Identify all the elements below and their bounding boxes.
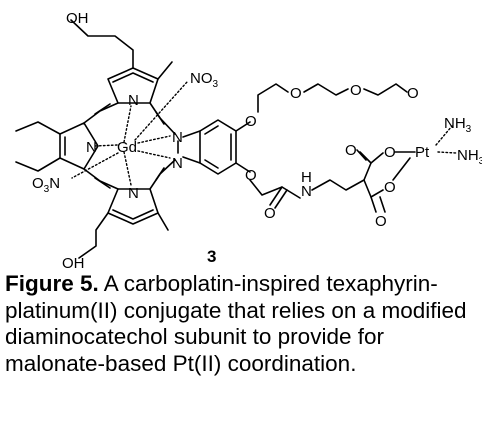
coordination-bonds — [71, 81, 457, 186]
malonate-o-pt-top-label: O — [384, 144, 396, 161]
ammine-top-label: NH3 — [444, 115, 472, 135]
pyrrole-n-top-label: N — [128, 92, 139, 109]
ether-o-bottom-label: O — [245, 167, 257, 184]
gadolinium-label: Gd — [117, 139, 137, 156]
figure-caption: Figure 5. A carboplatin-inspired texaphy… — [5, 271, 477, 377]
atom-labels: OH OH NO3 O3N Gd N N N N N O O O O O O N… — [32, 10, 482, 272]
imine-n-bottom-label: N — [172, 155, 183, 172]
hydroxyl-bottom-label: OH — [62, 255, 85, 272]
caption-label: Figure 5. — [5, 271, 99, 296]
malonate-o-pt-bottom-label: O — [384, 179, 396, 196]
ether-o-top-label: O — [245, 113, 257, 130]
peg-o-3-label: O — [407, 85, 419, 102]
peg-o-2-label: O — [350, 82, 362, 99]
caption-text: A carboplatin-inspired texaphyrin-platin… — [5, 271, 467, 376]
imine-n-top-label: N — [172, 129, 183, 146]
amide-h-label: H — [301, 169, 312, 186]
amide-carbonyl-o-label: O — [264, 205, 276, 222]
chemical-structure: OH OH NO3 O3N Gd N N N N N O O O O O O N… — [15, 10, 482, 272]
amide-n-label: N — [301, 183, 312, 200]
peg-o-1-label: O — [290, 85, 302, 102]
malonate-carbonyl-o-top-label: O — [345, 142, 357, 159]
pyrrole-n-left-label: N — [86, 139, 97, 156]
skeleton-bonds — [15, 19, 416, 259]
nitrate-left-label: O3N — [32, 175, 60, 195]
nitrate-top-label: NO3 — [190, 70, 219, 90]
ammine-right-label: NH3 — [457, 147, 482, 167]
malonate-carbonyl-o-bottom-label: O — [375, 213, 387, 230]
pyrrole-n-bottom-label: N — [128, 185, 139, 202]
hydroxyl-top-label: OH — [66, 10, 89, 27]
compound-number: 3 — [207, 247, 216, 266]
platinum-label: Pt — [415, 144, 430, 161]
